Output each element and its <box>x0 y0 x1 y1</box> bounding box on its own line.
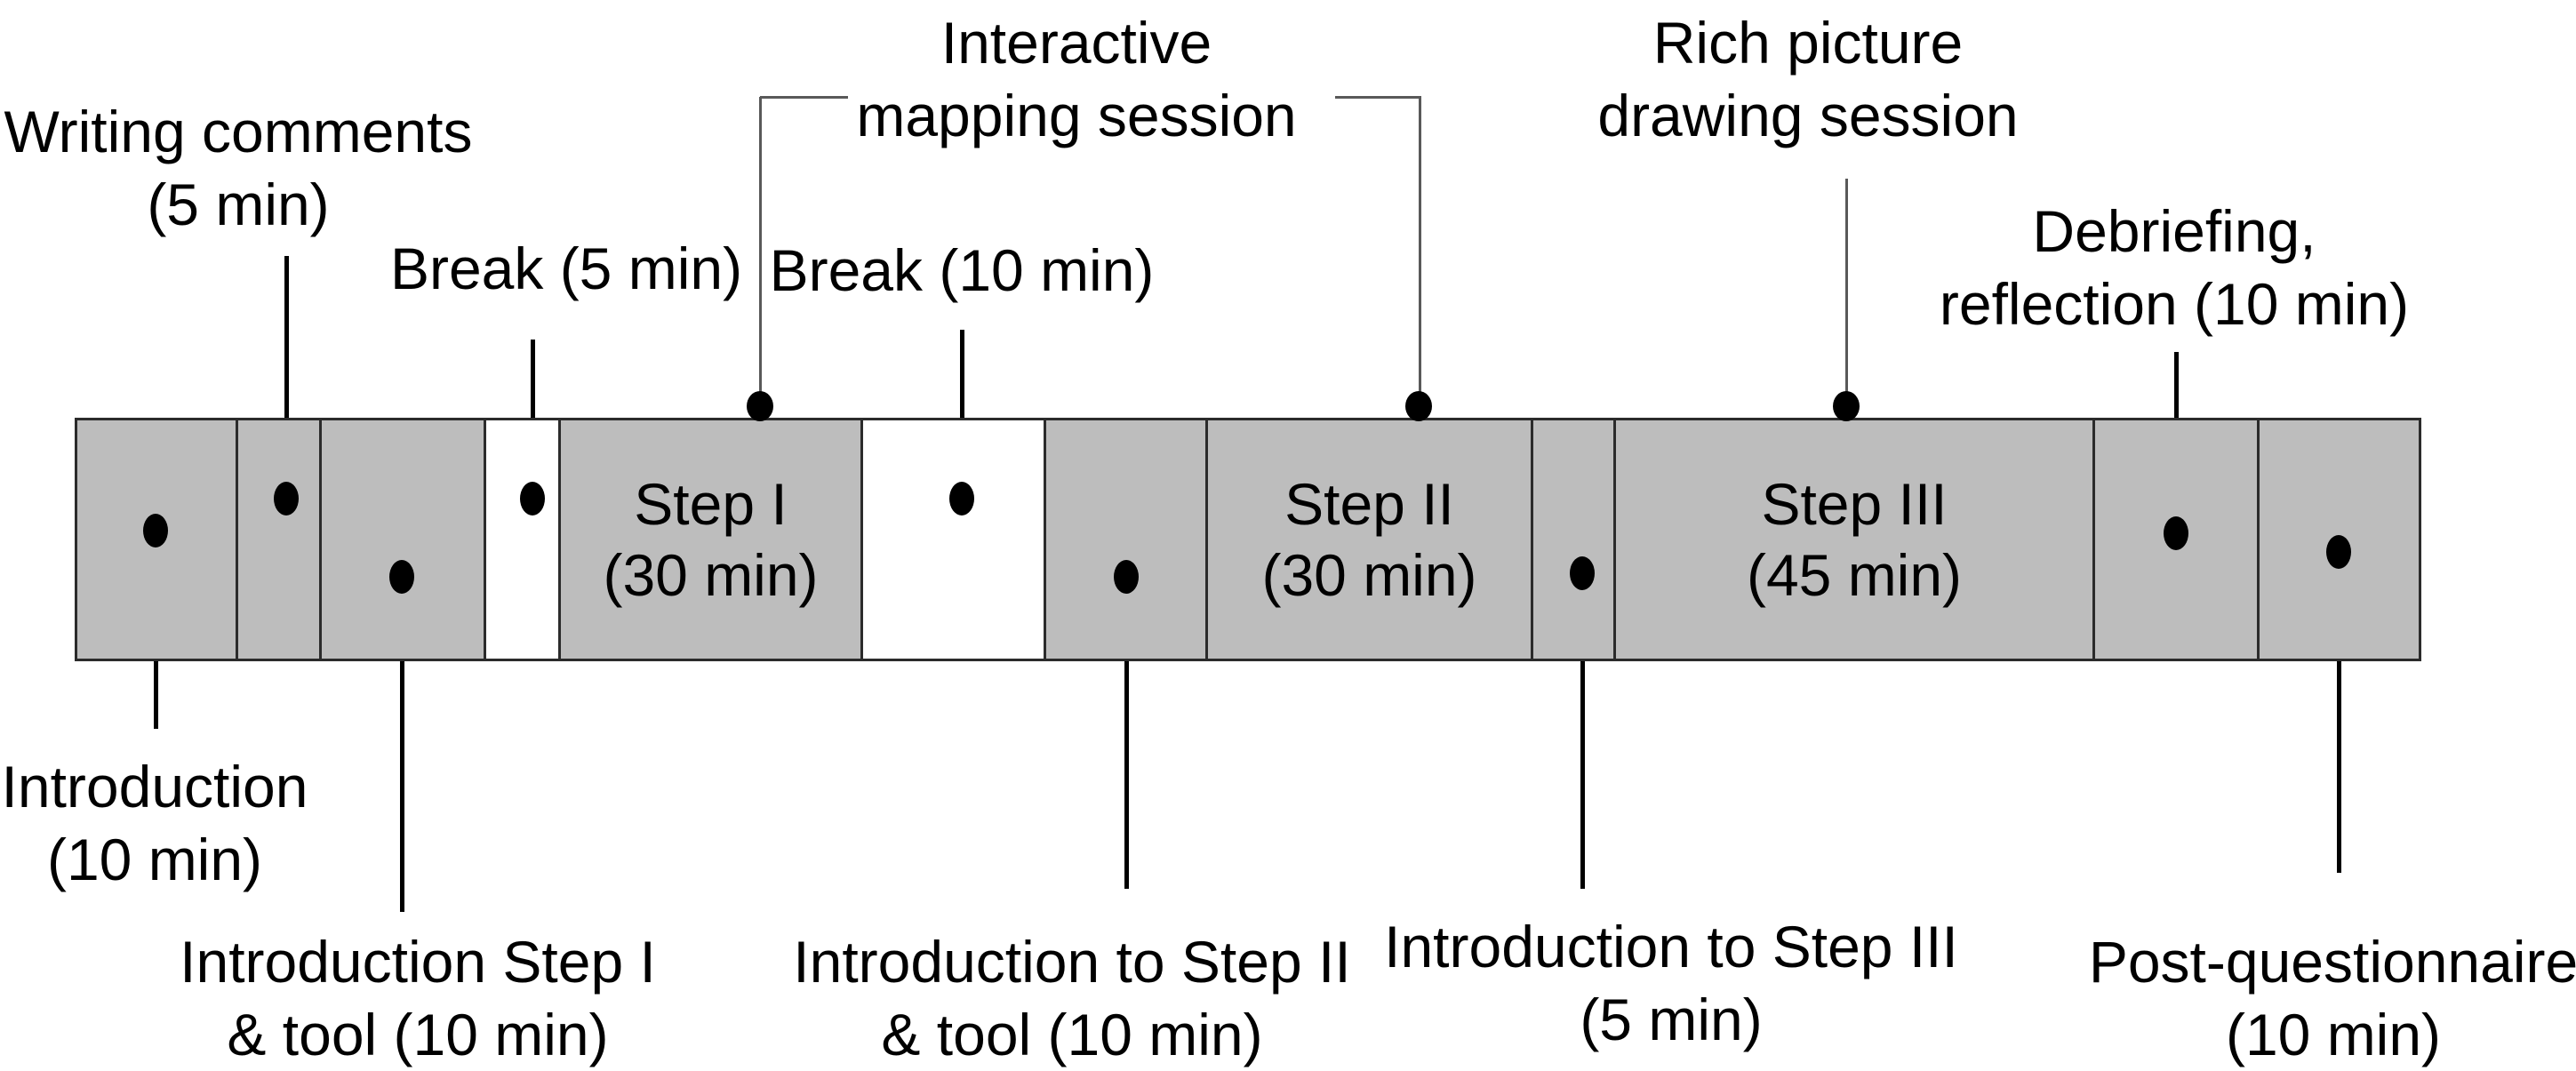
label-break-10: Break (10 min) <box>770 234 1155 307</box>
label-interactive-mapping-session: Interactive mapping session <box>856 6 1296 152</box>
label-rich-picture-drawing-session: Rich picture drawing session <box>1597 6 2018 152</box>
label-line: mapping session <box>856 83 1297 148</box>
segment-label-step-1: Step I (30 min) <box>561 420 860 659</box>
bar-segment-break-5 <box>484 420 558 659</box>
label-line: Introduction to Step II <box>793 929 1351 995</box>
label-line: (30 min) <box>1261 542 1477 608</box>
label-line: Debriefing, <box>2032 198 2316 264</box>
marker-dot-writing-comments <box>274 482 299 516</box>
leader-line-introduction-step-3 <box>1580 573 1585 889</box>
marker-dot-break-5 <box>520 482 545 516</box>
timeline-bar: Step I (30 min) Step II (30 min) Step II… <box>75 418 2421 661</box>
label-post-questionnaire: Post-questionnaire (10 min) <box>2089 925 2576 1071</box>
marker-dot-debriefing <box>2164 516 2188 550</box>
leader-line-post-questionnaire <box>2337 552 2341 873</box>
label-break-5: Break (5 min) <box>390 232 742 305</box>
label-line: Step I <box>634 471 788 537</box>
marker-dot-introduction <box>143 514 168 547</box>
label-debriefing: Debriefing, reflection (10 min) <box>1940 195 2409 340</box>
label-line: drawing session <box>1597 83 2019 148</box>
label-introduction-step-1: Introduction Step I & tool (10 min) <box>180 925 656 1071</box>
label-writing-comments: Writing comments (5 min) <box>4 95 473 241</box>
label-line: (45 min) <box>1746 542 1963 608</box>
bar-segment-introduction-step-1 <box>319 420 484 659</box>
bar-segment-break-10 <box>860 420 1044 659</box>
label-line: (10 min) <box>2225 1002 2442 1067</box>
label-line: (5 min) <box>1580 987 1763 1052</box>
label-line: Break (5 min) <box>389 236 743 301</box>
label-line: & tool (10 min) <box>227 1002 609 1067</box>
marker-dot-post-questionnaire <box>2326 535 2351 569</box>
label-line: Rich picture <box>1652 10 1964 76</box>
label-line: (5 min) <box>147 172 330 237</box>
label-line: Writing comments <box>4 99 473 164</box>
label-introduction-step-2: Introduction to Step II & tool (10 min) <box>793 925 1350 1071</box>
label-line: (10 min) <box>46 827 263 892</box>
label-line: (30 min) <box>603 542 819 608</box>
marker-dot-introduction-step-2 <box>1114 560 1139 594</box>
bar-segment-writing-comments <box>236 420 319 659</box>
label-line: Step III <box>1761 471 1948 537</box>
bar-segment-step-2: Step II (30 min) <box>1205 420 1531 659</box>
leader-line-rich-picture <box>1845 179 1848 407</box>
label-line: Introduction to Step III <box>1384 914 1958 979</box>
label-line: Break (10 min) <box>769 237 1155 303</box>
marker-dot-introduction-step-3 <box>1570 556 1595 590</box>
marker-dot-break-10 <box>949 482 974 516</box>
segment-label-step-2: Step II (30 min) <box>1208 420 1531 659</box>
marker-dot-rich-picture-step-3 <box>1833 391 1860 421</box>
bracket-line-left-horizontal <box>760 96 848 99</box>
label-line: Introduction Step I <box>180 929 656 995</box>
marker-dot-introduction-step-1 <box>389 560 414 594</box>
bar-segment-introduction-step-3 <box>1531 420 1613 659</box>
label-line: Post-questionnaire <box>2088 929 2576 995</box>
label-introduction-step-3: Introduction to Step III (5 min) <box>1384 910 1958 1056</box>
segment-label-step-3: Step III (45 min) <box>1616 420 2092 659</box>
bracket-line-right-horizontal <box>1335 96 1421 99</box>
leader-line-break-10 <box>960 330 964 499</box>
label-line: & tool (10 min) <box>881 1002 1263 1067</box>
leader-line-introduction-step-1 <box>400 577 404 912</box>
marker-dot-mapping-session-step-1 <box>747 391 773 421</box>
label-line: reflection (10 min) <box>1939 271 2410 337</box>
leader-line-writing-comments <box>284 256 289 499</box>
bracket-line-right-vertical <box>1419 97 1421 407</box>
label-line: Step II <box>1284 471 1454 537</box>
bracket-line-left-vertical <box>759 97 762 407</box>
label-line: Introduction <box>1 754 308 819</box>
label-line: Interactive <box>940 10 1212 76</box>
bar-segment-introduction-step-2 <box>1044 420 1205 659</box>
bar-segment-step-3: Step III (45 min) <box>1613 420 2092 659</box>
label-introduction: Introduction (10 min) <box>2 750 308 896</box>
bar-segment-step-1: Step I (30 min) <box>558 420 860 659</box>
leader-line-introduction-step-2 <box>1124 577 1129 889</box>
marker-dot-mapping-session-step-2 <box>1405 391 1432 421</box>
